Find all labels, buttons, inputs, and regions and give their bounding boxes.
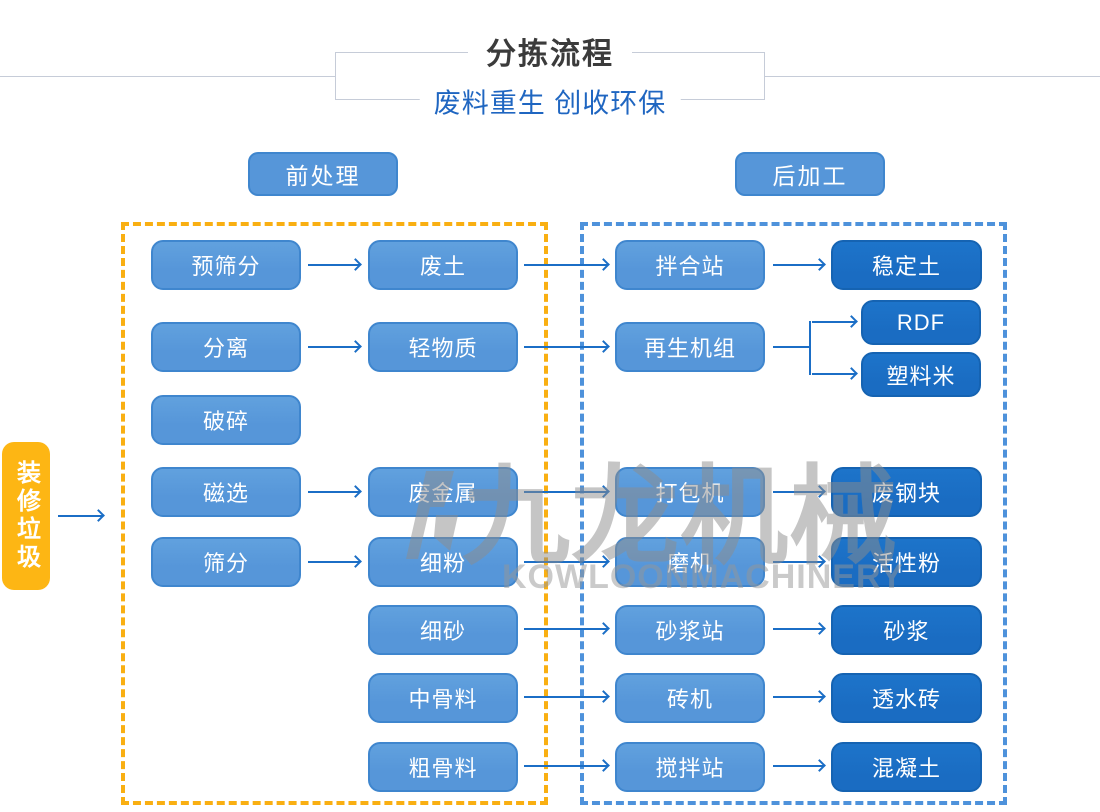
node-waste-soil: 废土 [368,240,518,290]
flow-arrow [773,696,824,698]
node-mortar-station: 砂浆站 [615,605,765,655]
flow-arrow [524,264,608,266]
node-concrete: 混凝土 [831,742,982,792]
node-active-powder: 活性粉 [831,537,982,587]
title-frame: 分拣流程 废料重生 创收环保 [335,28,765,121]
flow-connector-line [773,346,811,348]
flow-arrow [773,765,824,767]
source-node-decoration-waste: 装修垃圾 [2,442,50,590]
node-brick-machine: 砖机 [615,673,765,723]
flow-arrow [308,346,360,348]
flow-arrow [308,264,360,266]
node-steel-scrap: 废钢块 [831,467,982,517]
node-concrete-mixing-station: 搅拌站 [615,742,765,792]
node-waste-metal: 废金属 [368,467,518,517]
post-processing-label: 后加工 [735,152,885,196]
node-mill: 磨机 [615,537,765,587]
page-subtitle: 废料重生 创收环保 [419,81,681,121]
flow-arrow [524,765,608,767]
flow-arrow [812,373,856,375]
flow-arrow [524,696,608,698]
node-rdf: RDF [861,300,981,345]
page-title: 分拣流程 [468,28,632,73]
pre-processing-zone [121,222,548,805]
flow-arrow [773,491,824,493]
flow-arrow [524,491,608,493]
flow-arrow [308,561,360,563]
node-magnetic-separation: 磁选 [151,467,301,517]
node-permeable-brick: 透水砖 [831,673,982,723]
node-coarse-aggregate: 粗骨料 [368,742,518,792]
flow-arrow [524,561,608,563]
node-light-material: 轻物质 [368,322,518,372]
node-stabilized-soil: 稳定土 [831,240,982,290]
node-fine-powder: 细粉 [368,537,518,587]
flow-arrow [773,628,824,630]
node-regeneration-unit: 再生机组 [615,322,765,372]
flow-arrow [812,321,856,323]
node-baler: 打包机 [615,467,765,517]
pre-processing-label: 前处理 [248,152,398,196]
node-screening: 筛分 [151,537,301,587]
node-fine-sand: 细砂 [368,605,518,655]
flow-arrow [773,561,824,563]
flow-arrow [524,628,608,630]
flow-arrow [524,346,608,348]
flow-connector-line [809,321,811,375]
node-separation: 分离 [151,322,301,372]
post-processing-zone [580,222,1007,805]
flow-arrow [308,491,360,493]
flow-arrow [773,264,824,266]
node-pre-screening: 预筛分 [151,240,301,290]
flow-arrow [58,515,103,517]
node-mortar: 砂浆 [831,605,982,655]
node-medium-aggregate: 中骨料 [368,673,518,723]
node-plastic-pellets: 塑料米 [861,352,981,397]
node-crushing: 破碎 [151,395,301,445]
node-mixing-station: 拌合站 [615,240,765,290]
